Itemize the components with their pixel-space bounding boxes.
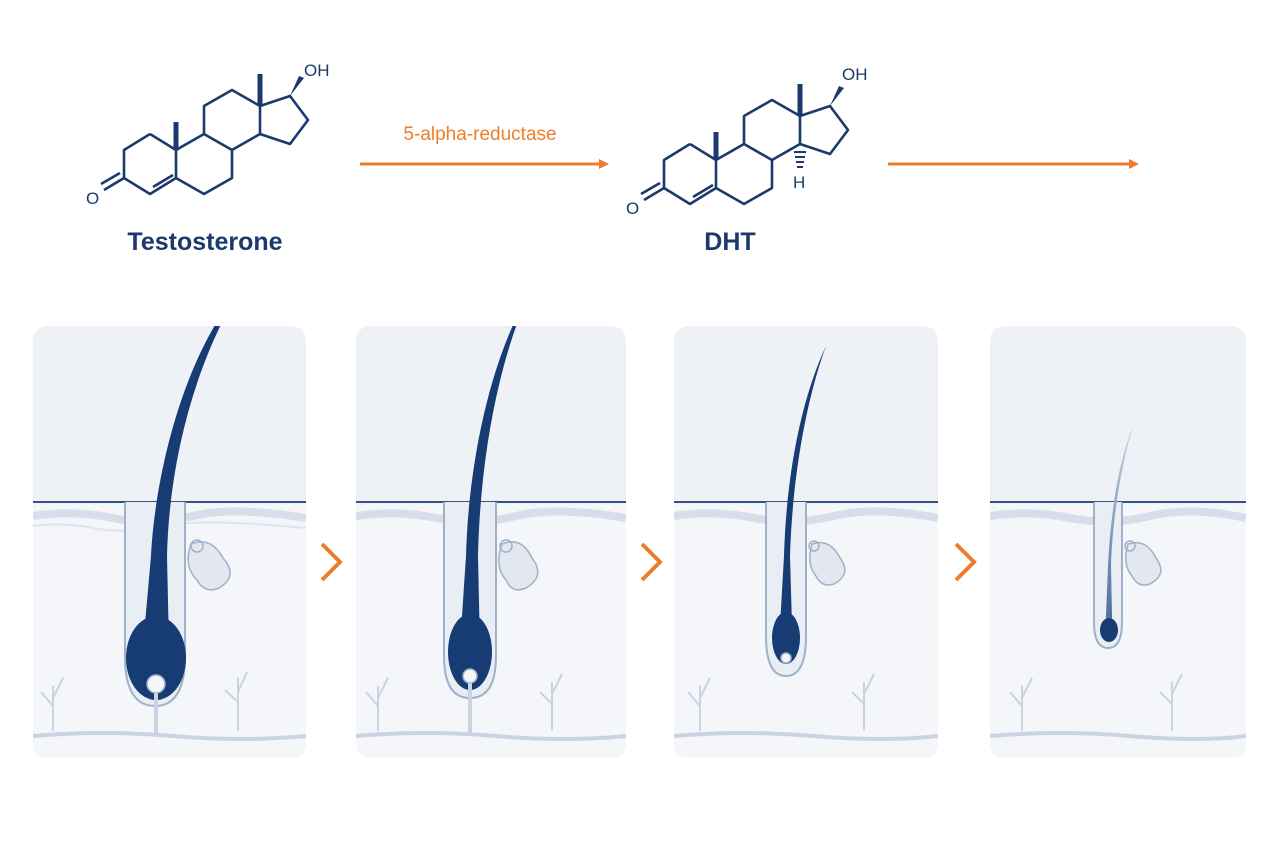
dht-structure bbox=[640, 84, 850, 206]
enzyme-label: 5-alpha-reductase bbox=[403, 124, 557, 145]
follicle-panel-stage-4 bbox=[990, 326, 1246, 758]
follicle-illustration bbox=[356, 326, 626, 758]
testosterone-oh-label: OH bbox=[304, 61, 330, 80]
dht-o-label: O bbox=[626, 199, 639, 218]
hair-shaft bbox=[141, 326, 221, 688]
follicle-panel-stage-3 bbox=[674, 326, 938, 758]
stage-chevron-3 bbox=[954, 542, 977, 582]
follicle-panel-stage-2 bbox=[356, 326, 626, 758]
testosterone-o-label: O bbox=[86, 189, 99, 208]
dht-h-label: H bbox=[793, 173, 805, 192]
dht-oh-label: OH bbox=[842, 65, 868, 84]
hair-shaft bbox=[1106, 424, 1134, 626]
stage-chevron-1 bbox=[320, 542, 343, 582]
follicle-illustration bbox=[33, 326, 306, 758]
stage-chevron-2 bbox=[640, 542, 663, 582]
testosterone-label: Testosterone bbox=[127, 228, 283, 256]
follicle-illustration bbox=[674, 326, 938, 758]
molecule-diagram-layer: OH O OH O H bbox=[86, 61, 1139, 218]
follicle-illustration bbox=[990, 326, 1246, 758]
hair-shaft bbox=[459, 326, 517, 682]
testosterone-structure bbox=[100, 74, 310, 196]
follicle-panel-stage-1 bbox=[33, 326, 306, 758]
dht-label: DHT bbox=[704, 228, 756, 256]
